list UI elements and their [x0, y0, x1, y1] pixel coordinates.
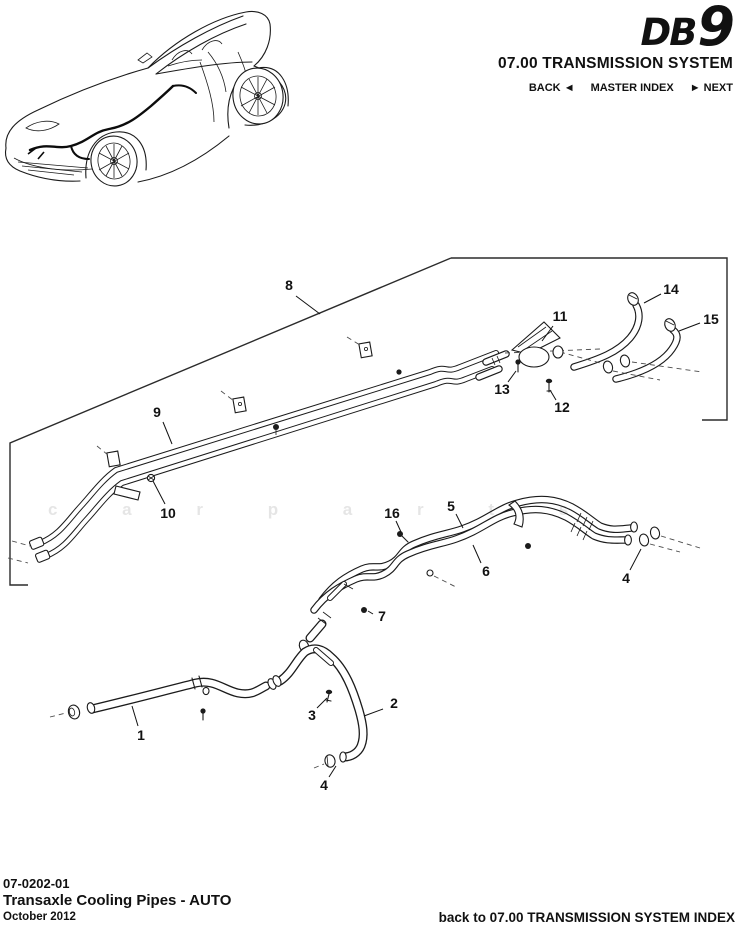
callout-15: 15: [678, 311, 719, 332]
callout-7: 7: [367, 608, 386, 624]
callout-4-right: 4: [622, 548, 642, 586]
db9-logo-nine: 9: [697, 0, 735, 58]
nav-next-link[interactable]: ► NEXT: [690, 82, 733, 94]
svg-text:7: 7: [378, 608, 386, 624]
nav-next-label: NEXT: [703, 82, 733, 94]
callout-13: 13: [494, 370, 517, 397]
svg-text:9: 9: [153, 404, 161, 420]
svg-text:2: 2: [390, 695, 398, 711]
nav-bar: BACK ◄ MASTER INDEX ► NEXT: [498, 82, 733, 94]
callout-11: 11: [541, 308, 568, 342]
upper-pipe-assembly: [7, 336, 510, 564]
callout-10: 10: [152, 480, 176, 521]
svg-text:1: 1: [137, 727, 145, 743]
nav-master-index-link[interactable]: MASTER INDEX: [590, 82, 674, 94]
svg-text:11: 11: [553, 308, 568, 324]
doc-title: Transaxle Cooling Pipes - AUTO: [3, 891, 232, 909]
svg-text:10: 10: [160, 505, 176, 521]
svg-text:4: 4: [622, 570, 630, 586]
callout-8: 8: [285, 277, 321, 315]
footer-left: 07-0202-01 Transaxle Cooling Pipes - AUT…: [3, 875, 232, 924]
rear-wheel: [232, 67, 284, 125]
svg-text:8: 8: [285, 277, 293, 293]
header: DB 9 07.00 TRANSMISSION SYSTEM BACK ◄ MA…: [498, 0, 735, 94]
nav-back-link[interactable]: BACK ◄: [529, 82, 575, 94]
callout-5: 5: [447, 498, 464, 529]
svg-text:5: 5: [447, 498, 455, 514]
doc-number: 07-0202-01: [3, 875, 70, 891]
front-wheel: [90, 135, 138, 187]
pump-assembly: [504, 321, 703, 393]
watermark-text: c a r p a r t s: [48, 500, 599, 519]
hose-15: [612, 318, 681, 383]
svg-text:4: 4: [320, 777, 328, 793]
pipe-route-highlight: [27, 84, 197, 160]
callout-9: 9: [153, 404, 173, 445]
car-overview-illustration: [4, 10, 289, 187]
callouts: 8 9 10 11 12 13 14 15: [131, 277, 719, 793]
svg-text:13: 13: [494, 381, 510, 397]
svg-text:6: 6: [482, 563, 490, 579]
svg-text:16: 16: [384, 505, 400, 521]
callout-12: 12: [549, 389, 570, 415]
callout-1: 1: [131, 705, 145, 743]
callout-14: 14: [643, 281, 679, 304]
lower-pipe-assembly: [49, 644, 368, 769]
db9-logo: DB 9: [498, 0, 735, 58]
svg-text:12: 12: [554, 399, 570, 415]
svg-text:3: 3: [308, 707, 316, 723]
svg-text:15: 15: [703, 311, 719, 327]
diagram-frame: [9, 257, 728, 586]
nav-back-label: BACK: [528, 82, 561, 94]
db9-logo-db: DB: [640, 11, 698, 54]
section-title: 07.00 TRANSMISSION SYSTEM: [498, 55, 733, 72]
callout-4-bottom: 4: [320, 765, 337, 793]
callout-16: 16: [384, 505, 402, 533]
hose-14: [570, 292, 643, 371]
doc-date: October 2012: [3, 910, 76, 923]
back-arrow-icon: ◄: [563, 82, 575, 94]
svg-text:14: 14: [663, 281, 679, 297]
callout-3: 3: [308, 697, 328, 723]
callout-6: 6: [472, 544, 490, 579]
back-to-index-link[interactable]: back to 07.00 TRANSMISSION SYSTEM INDEX: [438, 910, 735, 925]
next-arrow-icon: ►: [689, 82, 701, 94]
callout-2: 2: [363, 695, 398, 717]
middle-pipe-assembly: [298, 495, 701, 653]
